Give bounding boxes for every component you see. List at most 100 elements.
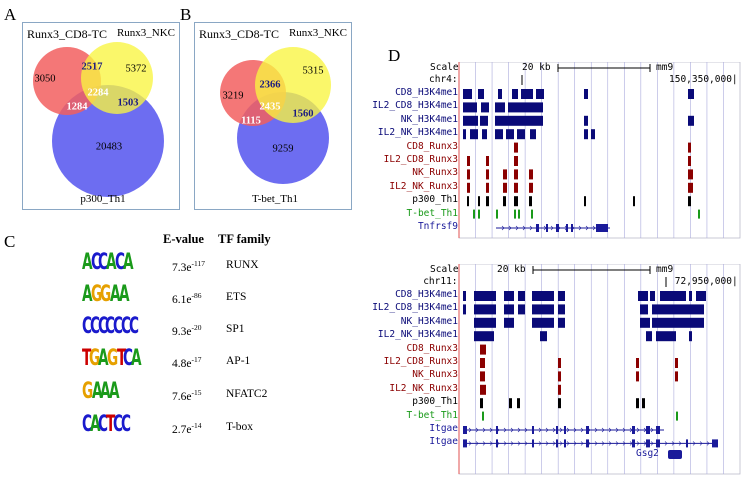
gene-strand-chevron — [510, 441, 514, 446]
peak-mark — [508, 102, 543, 113]
gene-strand-chevron — [531, 427, 535, 433]
gene-strand-chevron — [622, 427, 626, 433]
peak-mark — [474, 317, 496, 328]
peak-mark — [530, 129, 536, 140]
track-label-il2-nk-h3k4me1[interactable]: IL2_NK_H3K4me1 — [377, 127, 458, 139]
track-label-il2-nk-runx3[interactable]: IL2_NK_Runx3 — [389, 180, 458, 192]
peak-mark — [503, 182, 507, 193]
track-label-p300-th1[interactable]: p300_Th1 — [412, 194, 458, 206]
track-label-il2-cd8-h3k4me1[interactable]: IL2_CD8_H3K4me1 — [372, 100, 458, 112]
peak-mark — [486, 182, 489, 193]
peak-mark — [532, 317, 554, 328]
track-label-nk-h3k4me1[interactable]: NK_H3K4me1 — [400, 113, 458, 125]
venn-b-red-blue: 1115 — [241, 115, 261, 127]
peak-mark — [467, 182, 470, 193]
peak-mark — [512, 89, 518, 99]
track-label-nk-h3k4me1[interactable]: NK_H3K4me1 — [400, 315, 458, 327]
venn-a-diagram — [33, 42, 164, 197]
panel-letter-a: A — [4, 5, 17, 24]
track-label-il2-cd8-h3k4me1[interactable]: IL2_CD8_H3K4me1 — [372, 302, 458, 314]
peak-mark — [584, 129, 588, 140]
track-label-tnfrsf9[interactable]: Tnfrsf9 — [417, 221, 458, 232]
track-label-cd8-runx3[interactable]: CD8_Runx3 — [406, 342, 458, 354]
gene-strand-chevron — [592, 225, 596, 231]
peak-mark — [688, 196, 691, 207]
track-label-il2-cd8-runx3[interactable]: IL2_CD8_Runx3 — [383, 154, 458, 165]
peak-mark — [518, 291, 525, 301]
peak-mark — [509, 398, 512, 409]
gene-strand-chevron — [587, 427, 591, 433]
peak-mark — [558, 304, 565, 315]
track-label-il2-cd8-runx3[interactable]: IL2_CD8_Runx3 — [383, 356, 458, 367]
motif-header-family: TF family — [218, 232, 271, 246]
gene-exon — [564, 426, 566, 434]
panel-letter-c: C — [4, 232, 16, 251]
venn-b-red-only: 3219 — [222, 90, 244, 102]
track-label-t-bet-th1[interactable]: T-bet_Th1 — [406, 207, 458, 219]
peak-mark — [486, 169, 489, 180]
motif-evalue: 7.3e-117 — [172, 259, 205, 274]
gsg2-exon — [668, 450, 682, 459]
peak-mark — [638, 291, 648, 301]
peak-mark — [591, 129, 595, 140]
peak-mark — [675, 358, 678, 368]
gene-exon — [712, 439, 718, 448]
peak-mark — [504, 304, 514, 315]
track-label-p300-th1[interactable]: p300_Th1 — [412, 396, 458, 408]
track-label-nk-runx3[interactable]: NK_Runx3 — [412, 369, 458, 381]
gene-exon — [686, 439, 688, 448]
track-label-nk-runx3[interactable]: NK_Runx3 — [412, 167, 458, 179]
gene-exon — [556, 439, 558, 448]
peak-mark — [688, 89, 694, 99]
venn-b-yellow-circle — [255, 47, 331, 123]
gene-strand-chevron — [571, 225, 575, 231]
venn-b-bottom-label: T-bet_Th1 — [251, 193, 299, 205]
gene-exon — [463, 426, 467, 434]
track-label-cd8-runx3[interactable]: CD8_Runx3 — [406, 140, 458, 152]
peak-mark — [495, 129, 503, 140]
peak-mark — [470, 129, 478, 140]
track-label-itgae[interactable]: Itgae — [429, 436, 458, 448]
peak-mark — [503, 196, 506, 207]
motif-family: RUNX — [226, 259, 259, 271]
motif-header-evalue: E-value — [163, 232, 204, 246]
browser-frame — [458, 62, 741, 239]
gene-strand-chevron — [699, 441, 703, 446]
track-label-cd8-h3k4me1[interactable]: CD8_H3K4me1 — [395, 87, 458, 98]
peak-mark — [495, 102, 505, 113]
peak-mark — [482, 129, 487, 140]
gene-strand-chevron — [629, 427, 633, 433]
gene-strand-chevron — [475, 427, 479, 433]
peak-mark — [478, 196, 480, 207]
gene-strand-chevron — [685, 441, 689, 446]
peak-mark — [517, 129, 525, 140]
gene-strand-chevron — [524, 427, 528, 433]
gene-strand-chevron — [615, 427, 619, 433]
track-label-il2-nk-h3k4me1[interactable]: IL2_NK_H3K4me1 — [377, 329, 458, 341]
venn-a-yellow-only: 5372 — [125, 63, 147, 75]
gene-exon — [496, 426, 498, 434]
peak-mark — [486, 156, 489, 166]
peak-mark — [463, 89, 472, 99]
gene-strand-chevron — [580, 427, 584, 433]
peak-mark — [514, 182, 518, 193]
track-label-t-bet-th1[interactable]: T-bet_Th1 — [406, 409, 458, 421]
peak-mark — [532, 304, 554, 315]
gene-strand-chevron — [559, 441, 563, 446]
gene-exon — [646, 439, 650, 448]
peak-mark — [463, 102, 477, 113]
gene-strand-chevron — [524, 441, 528, 446]
gene-exon — [632, 426, 635, 434]
peak-mark — [504, 291, 514, 301]
gene-strand-chevron — [536, 225, 540, 231]
scale-label: Scale — [430, 62, 459, 73]
track-label-cd8-h3k4me1[interactable]: CD8_H3K4me1 — [395, 289, 458, 300]
peak-mark — [496, 209, 498, 219]
peak-mark — [675, 371, 678, 382]
track-label-itgae[interactable]: Itgae — [429, 423, 458, 434]
track-label-il2-nk-runx3[interactable]: IL2_NK_Runx3 — [389, 382, 458, 394]
peak-mark — [514, 156, 518, 166]
gene-strand-chevron — [531, 441, 535, 446]
peak-mark — [495, 115, 543, 126]
